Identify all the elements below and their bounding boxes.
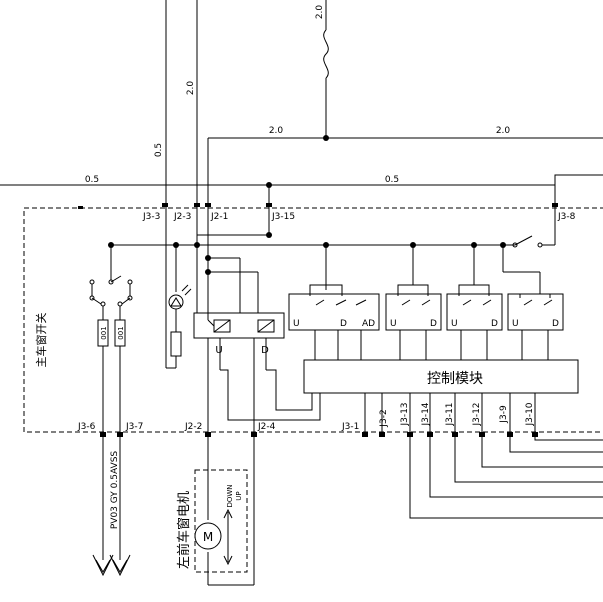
wire-label-lower-mid: 0.5 bbox=[385, 175, 399, 185]
connector-j2-3: J2-3 bbox=[173, 212, 191, 222]
top-wiring bbox=[0, 0, 603, 245]
connector-j3-10: J3-10 bbox=[525, 402, 535, 426]
top-connector-labels: J3-3 J2-3 J2-1 J3-15 J3-8 bbox=[142, 212, 576, 222]
wire-label-bus-right: 2.0 bbox=[496, 126, 511, 136]
control-module-box bbox=[303, 359, 579, 394]
connector-j3-3: J3-3 bbox=[142, 212, 160, 222]
connector-j3-9: J3-9 bbox=[499, 405, 509, 424]
connector-j3-15: J3-15 bbox=[271, 212, 295, 222]
control-module-label: 控制模块 bbox=[427, 371, 483, 387]
window-motor bbox=[194, 437, 255, 586]
switch-box-1 bbox=[288, 293, 380, 331]
main-switch-boundary bbox=[23, 207, 603, 433]
window-switches bbox=[288, 245, 564, 360]
connector-j3-8: J3-8 bbox=[557, 212, 576, 222]
connector-pins-bottom bbox=[100, 432, 538, 437]
motor-label: 左前车窗电机 bbox=[176, 491, 192, 569]
connector-j3-13: J3-13 bbox=[400, 402, 410, 426]
motor-symbol: M bbox=[203, 530, 213, 544]
relay-label-up: U bbox=[215, 345, 222, 356]
connector-j2-1: J2-1 bbox=[210, 212, 228, 222]
main-switch-label: 主车窗开关 bbox=[34, 313, 48, 368]
left-switch-group bbox=[89, 245, 133, 577]
switch-label-4-down: D bbox=[552, 319, 559, 329]
wire-label-left-vertical: 2.0 bbox=[186, 81, 196, 96]
motor-direction-up: UP bbox=[235, 491, 243, 500]
bottom-connector-labels: J3-6 J3-7 J2-2 J2-4 J3-1 J3-2 J3-13 J3-1… bbox=[77, 402, 535, 432]
motor-boundary bbox=[194, 469, 248, 573]
switch-label-4-up: U bbox=[512, 319, 519, 329]
switch-label-1-auto-down: AD bbox=[362, 319, 375, 329]
motor-icon bbox=[194, 522, 222, 550]
switch-label-3-down: D bbox=[491, 319, 498, 329]
switch-label-1-down: D bbox=[340, 319, 347, 329]
switch-box-4 bbox=[507, 293, 564, 331]
resistor-label-2: 001 bbox=[117, 326, 125, 339]
connector-pins-top bbox=[78, 203, 558, 209]
switch-box-2 bbox=[385, 293, 442, 331]
switch-label-1-up: U bbox=[293, 319, 300, 329]
wire-code-label: PV03 GY 0.5AVSS bbox=[110, 451, 120, 530]
wire-label-top-vertical: 2.0 bbox=[315, 5, 325, 20]
connector-j3-7: J3-7 bbox=[125, 422, 143, 432]
wire-label-lower-left: 0.5 bbox=[85, 175, 99, 185]
connector-j3-14: J3-14 bbox=[421, 402, 431, 426]
relay-housing bbox=[193, 312, 285, 339]
indicator-lamp bbox=[165, 210, 192, 369]
resistor-label-1: 001 bbox=[100, 326, 108, 339]
switch-label-3-up: U bbox=[451, 319, 458, 329]
connector-j3-11: J3-11 bbox=[445, 402, 455, 426]
relay-block bbox=[193, 210, 285, 432]
connector-j3-1: J3-1 bbox=[341, 422, 359, 432]
wire-label-bus-left: 2.0 bbox=[269, 126, 284, 136]
connector-j3-2: J3-2 bbox=[379, 409, 389, 427]
switch-labels: U AD D U D U D U D bbox=[293, 319, 559, 329]
connector-j3-6: J3-6 bbox=[77, 422, 96, 432]
connector-j3-12: J3-12 bbox=[472, 402, 482, 426]
connector-j2-4: J2-4 bbox=[257, 422, 276, 432]
relay-label-down: D bbox=[261, 345, 269, 356]
wire-label-far-left-vertical: 0.5 bbox=[154, 143, 164, 157]
motor-direction-down: DOWN bbox=[226, 484, 234, 507]
switch-label-2-up: U bbox=[390, 319, 397, 329]
switch-label-2-down: D bbox=[430, 319, 437, 329]
connector-j2-2: J2-2 bbox=[184, 422, 202, 432]
fuse-symbol bbox=[323, 29, 329, 79]
switch-box-3 bbox=[446, 293, 503, 331]
